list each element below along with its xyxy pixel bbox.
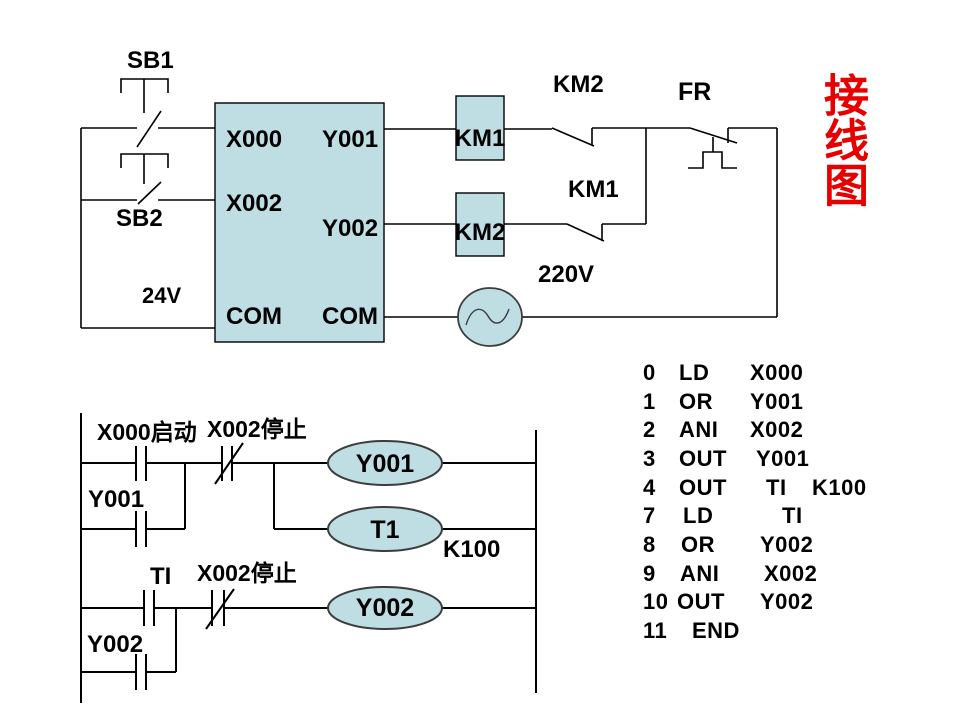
km2-nc-contact-icon xyxy=(551,127,595,147)
plc-terminal-y001: Y001 xyxy=(322,126,378,153)
km1-coil-box xyxy=(455,95,505,161)
x000-no-contact-icon xyxy=(135,446,147,481)
page-title: 接线图 xyxy=(816,72,869,207)
plc-terminal-com-right: COM xyxy=(322,303,378,330)
fr-label: FR xyxy=(678,78,711,106)
wire-km1-out xyxy=(504,127,646,130)
24v-label: 24V xyxy=(142,283,181,308)
ac-source-icon xyxy=(457,287,523,347)
t1-coil-shape xyxy=(327,506,443,552)
sb1-label: SB1 xyxy=(127,47,174,74)
y001-parallel-branch xyxy=(81,463,186,530)
y001-coil-shape xyxy=(327,440,443,486)
wiring-diagram xyxy=(80,78,778,329)
y001-coil-label: Y001 xyxy=(356,450,414,478)
220v-label: 220V xyxy=(538,261,594,288)
y002-coil-shape xyxy=(327,586,443,630)
km2-coil-box xyxy=(455,192,505,257)
sb2-label: SB2 xyxy=(116,205,163,232)
y002-no-contact-icon xyxy=(135,654,147,690)
km1-nc-contact-icon xyxy=(566,223,605,242)
ti-no-contact-icon xyxy=(143,590,155,626)
sine-wave-icon xyxy=(465,308,510,326)
x002-nc-contact-icon-rung1 xyxy=(214,442,244,485)
rung1-contact1-label: X000启动 xyxy=(97,419,197,445)
km1-contact-label: KM1 xyxy=(568,176,619,203)
plc-terminal-y002: Y002 xyxy=(322,215,378,242)
km2-coil-label: KM2 xyxy=(455,219,506,246)
rung2-parallel-label: Y002 xyxy=(87,631,143,658)
y001-no-contact-icon xyxy=(135,511,147,547)
fr-thermal-contact-icon xyxy=(688,127,738,169)
km1-coil-label: KM1 xyxy=(455,125,506,152)
y002-coil-label: Y002 xyxy=(356,594,414,622)
km2-contact-label: KM2 xyxy=(553,71,604,98)
t1-coil-label: T1 xyxy=(370,516,399,544)
rung2-contact1-label: TI xyxy=(150,563,171,590)
y002-parallel-branch xyxy=(81,608,177,673)
t1-branch-wire xyxy=(273,463,536,530)
ladder-diagram xyxy=(80,413,537,703)
plc-terminal-x000: X000 xyxy=(226,126,282,153)
sb2-pushbutton-icon xyxy=(120,153,169,205)
rung1-contact2-label: X002停止 xyxy=(207,416,307,442)
rung2-contact2-label: X002停止 xyxy=(197,560,297,586)
sb1-pushbutton-icon xyxy=(120,78,169,148)
rung1-parallel-label: Y001 xyxy=(88,486,144,513)
x002-nc-contact-icon-rung2 xyxy=(205,588,235,630)
plc-terminal-x002: X002 xyxy=(226,190,282,217)
k100-label: K100 xyxy=(443,536,500,563)
plc-terminal-com-left: COM xyxy=(226,303,282,330)
plc-block xyxy=(214,102,385,343)
